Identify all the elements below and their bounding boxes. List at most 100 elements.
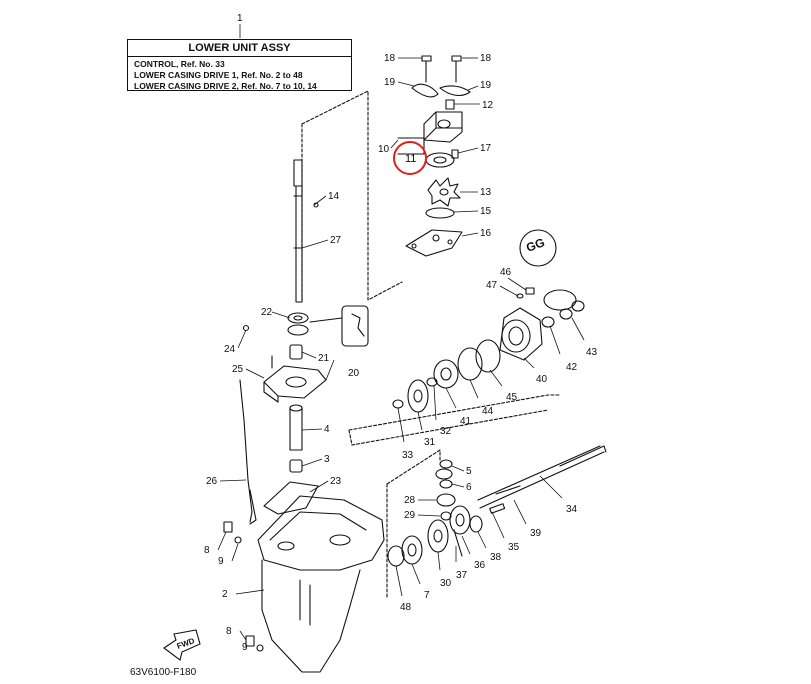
part-callout-12: 12 bbox=[482, 100, 494, 111]
leader-line bbox=[237, 329, 247, 349]
title-heading: LOWER UNIT ASSY bbox=[128, 40, 351, 57]
title-box: LOWER UNIT ASSY CONTROL, Ref. No. 33 LOW… bbox=[127, 39, 352, 91]
leader-line bbox=[451, 465, 465, 472]
part-callout-40: 40 bbox=[536, 374, 548, 385]
part-callout-17: 17 bbox=[480, 143, 492, 154]
leader-line bbox=[499, 285, 519, 297]
leader-line bbox=[507, 277, 527, 291]
leader-line bbox=[461, 232, 479, 237]
part-callout-11: 11 bbox=[405, 153, 416, 165]
leader-line bbox=[453, 210, 479, 213]
part-callout-32: 32 bbox=[440, 426, 452, 437]
part-callout-23: 23 bbox=[330, 476, 342, 487]
leader-line bbox=[235, 589, 265, 595]
part-callout-8: 8 bbox=[204, 545, 210, 556]
part-callout-48: 48 bbox=[400, 602, 412, 613]
leader-line bbox=[309, 480, 329, 493]
part-callout-46: 46 bbox=[500, 267, 512, 278]
leader-line bbox=[395, 565, 403, 597]
leader-line bbox=[325, 359, 335, 381]
leader-line bbox=[467, 85, 479, 91]
part-callout-38: 38 bbox=[490, 552, 502, 563]
fwd-arrow-icon bbox=[163, 629, 201, 661]
part-callout-8: 8 bbox=[226, 626, 232, 637]
part-callout-31: 31 bbox=[424, 437, 436, 448]
leader-line bbox=[397, 81, 415, 87]
part-callout-45: 45 bbox=[506, 392, 518, 403]
leader-line bbox=[217, 531, 227, 551]
part-callout-3: 3 bbox=[324, 454, 330, 465]
part-callout-9: 9 bbox=[242, 642, 248, 653]
part-callout-19: 19 bbox=[480, 80, 492, 91]
part-callout-20: 20 bbox=[348, 368, 360, 379]
leader-line bbox=[301, 458, 323, 467]
part-callout-7: 7 bbox=[424, 590, 430, 601]
part-callout-44: 44 bbox=[482, 406, 494, 417]
part-callout-24: 24 bbox=[224, 344, 236, 355]
leader-line bbox=[417, 411, 423, 431]
part-callout-9: 9 bbox=[218, 556, 224, 567]
part-callout-41: 41 bbox=[460, 416, 472, 427]
leader-line bbox=[469, 379, 479, 399]
leader-line bbox=[539, 475, 563, 499]
part-callout-13: 13 bbox=[480, 187, 492, 198]
leader-line bbox=[390, 139, 399, 149]
part-callout-6: 6 bbox=[466, 482, 472, 493]
leader-line bbox=[313, 195, 327, 206]
part-callout-2: 2 bbox=[222, 589, 228, 600]
part-callout-35: 35 bbox=[508, 542, 520, 553]
leader-line bbox=[245, 368, 265, 379]
leader-line bbox=[571, 317, 585, 341]
part-callout-26: 26 bbox=[206, 476, 218, 487]
leader-line bbox=[417, 514, 441, 517]
part-callout-34: 34 bbox=[566, 504, 578, 515]
part-callout-15: 15 bbox=[480, 206, 492, 217]
leader-line bbox=[513, 499, 527, 525]
part-callout-39: 39 bbox=[530, 528, 542, 539]
leader-line bbox=[523, 357, 535, 369]
leader-line bbox=[451, 483, 465, 488]
leader-line bbox=[437, 551, 441, 571]
part-callout-4: 4 bbox=[324, 424, 330, 435]
leader-line bbox=[411, 563, 421, 585]
part-callout-30: 30 bbox=[440, 578, 452, 589]
part-callout-37: 37 bbox=[456, 570, 468, 581]
leader-line bbox=[301, 239, 329, 249]
title-line: CONTROL, Ref. No. 33 bbox=[134, 59, 225, 69]
gg-label: GG bbox=[524, 235, 546, 255]
title-line: LOWER CASING DRIVE 1, Ref. No. 2 to 48 bbox=[134, 70, 303, 80]
part-callout-42: 42 bbox=[566, 362, 578, 373]
leader-line bbox=[461, 535, 471, 555]
part-callout-43: 43 bbox=[586, 347, 598, 358]
part-callout-18: 18 bbox=[480, 53, 492, 64]
leader-line bbox=[301, 351, 317, 359]
part-callout-14: 14 bbox=[328, 191, 340, 202]
leader-line bbox=[271, 311, 291, 319]
part-callout-19: 19 bbox=[384, 77, 396, 88]
part-callout-28: 28 bbox=[404, 495, 416, 506]
leader-line bbox=[397, 407, 405, 443]
part-callout-47: 47 bbox=[486, 280, 498, 291]
part-callout-33: 33 bbox=[402, 450, 414, 461]
leader-line bbox=[301, 428, 323, 431]
leader-line bbox=[491, 511, 505, 539]
part-callout-10: 10 bbox=[378, 144, 390, 155]
leader-line bbox=[219, 479, 247, 482]
part-callout-21: 21 bbox=[318, 353, 330, 364]
part-callout-18: 18 bbox=[384, 53, 396, 64]
leader-line bbox=[239, 630, 247, 641]
leader-line bbox=[477, 531, 487, 549]
leader-line bbox=[445, 387, 457, 409]
leader-line bbox=[489, 369, 503, 387]
part-callout-25: 25 bbox=[232, 364, 244, 375]
part-callout-5: 5 bbox=[466, 466, 472, 477]
title-line: LOWER CASING DRIVE 2, Ref. No. 7 to 10, … bbox=[134, 81, 317, 91]
part-callout-36: 36 bbox=[474, 560, 486, 571]
part-callout-22: 22 bbox=[261, 307, 273, 318]
leader-line bbox=[549, 325, 561, 355]
leader-line bbox=[231, 543, 239, 562]
leader-line bbox=[457, 147, 479, 154]
highlight-circle-11 bbox=[393, 141, 427, 175]
part-callout-27: 27 bbox=[330, 235, 342, 246]
